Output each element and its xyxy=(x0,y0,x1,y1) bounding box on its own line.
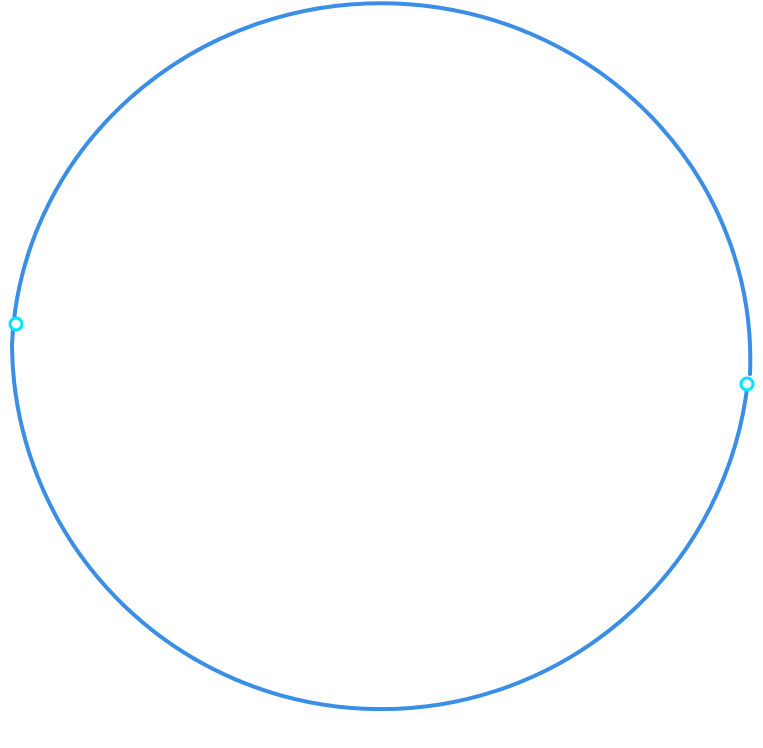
circle-arc-lower[interactable] xyxy=(10,345,750,712)
circle-arc-upper[interactable] xyxy=(10,1,753,376)
ring-handle-icon-left[interactable] xyxy=(8,316,24,332)
ring-handle-icon-right[interactable] xyxy=(739,376,755,392)
